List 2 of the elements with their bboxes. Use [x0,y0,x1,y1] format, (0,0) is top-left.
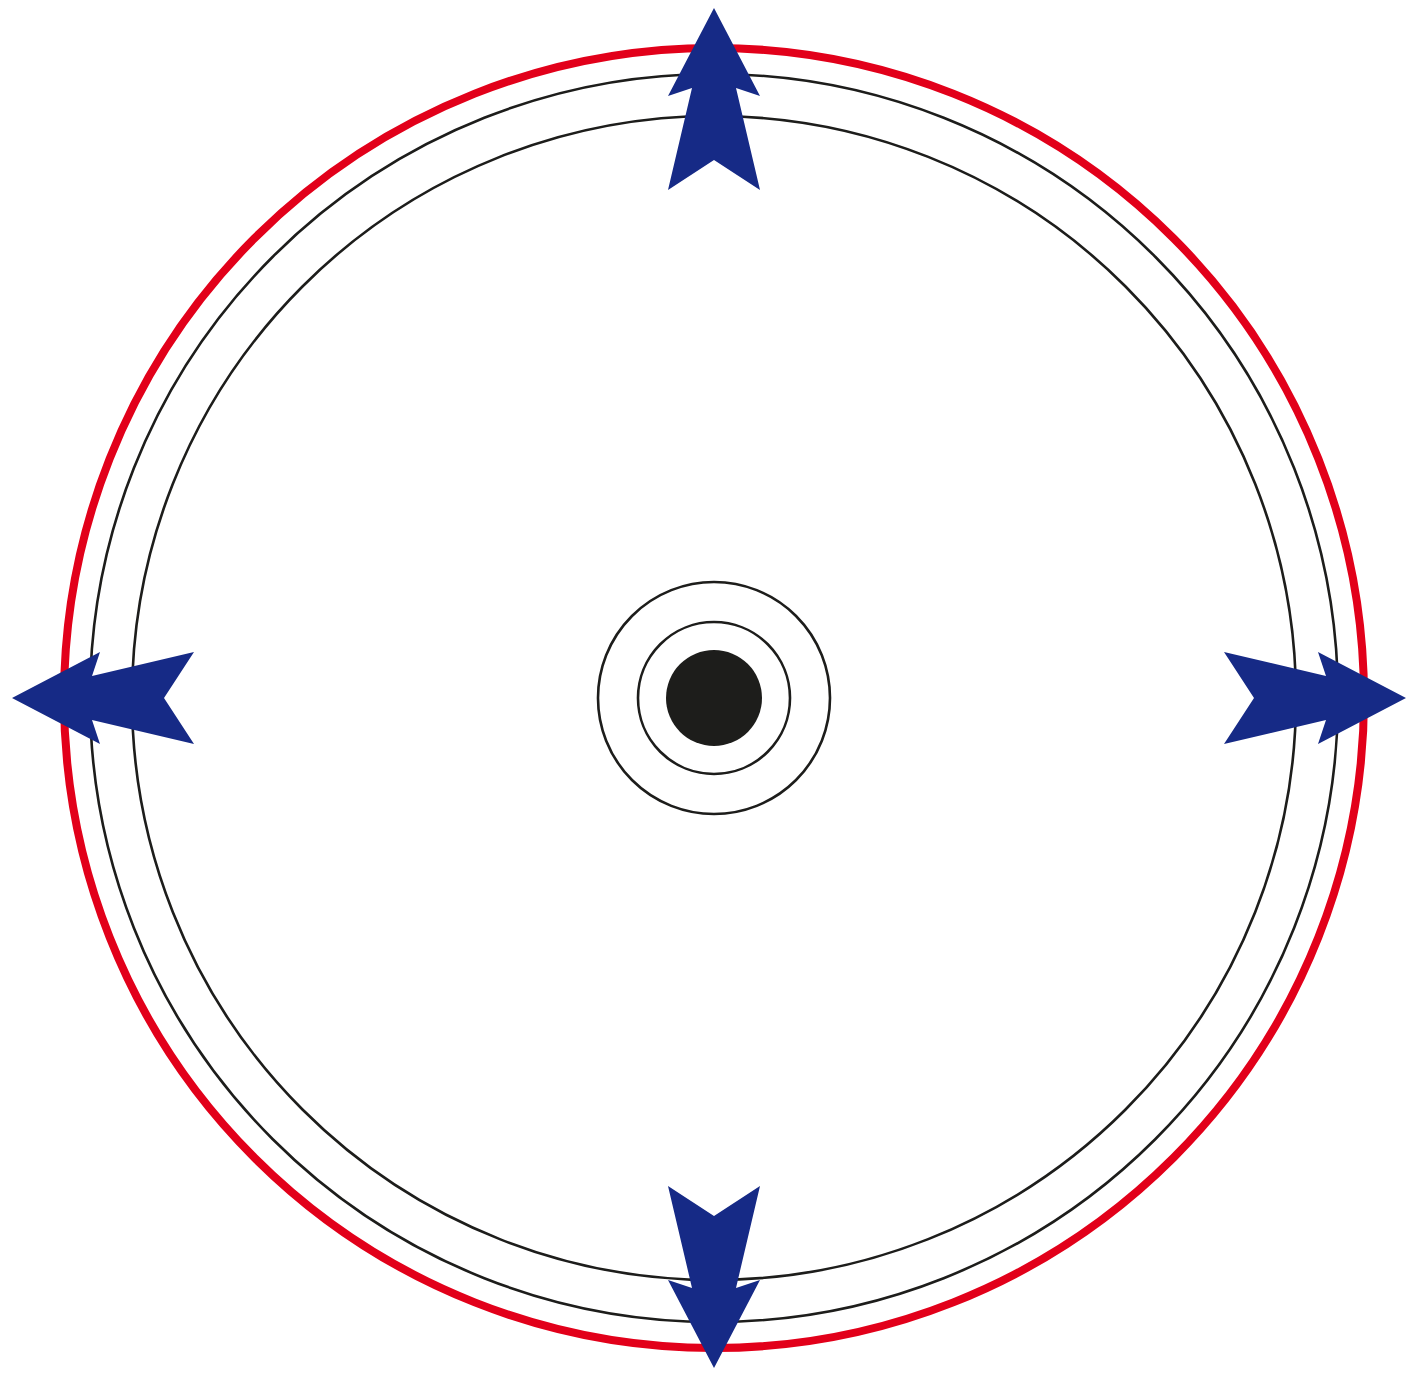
hub-circle [596,580,832,816]
disc-circle [60,44,1368,1352]
